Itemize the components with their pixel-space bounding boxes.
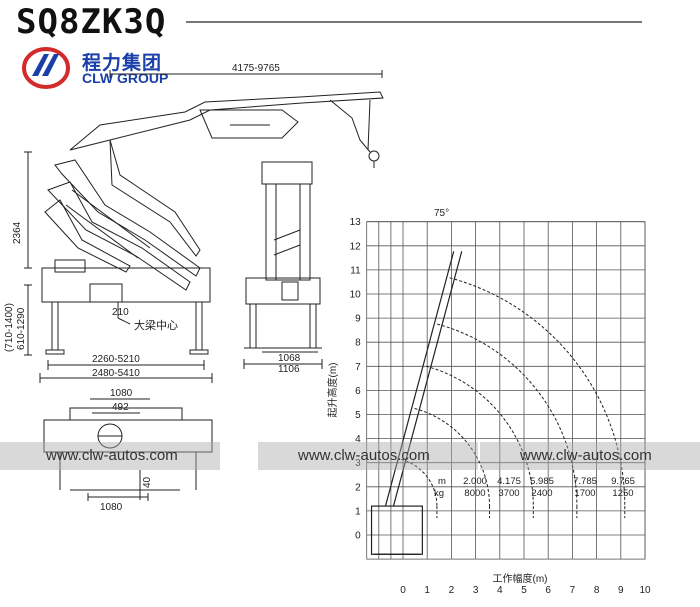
table-cell-kg: 2400 (531, 488, 552, 499)
y-tick-label: 10 (350, 290, 362, 301)
x-tick-label: 4 (497, 585, 503, 596)
dim-bottom-w: 1080 (100, 502, 123, 513)
dim-center-offset: 210 (112, 307, 129, 318)
load-radius-arc (414, 408, 490, 507)
dim-width-a: 1068 (278, 353, 301, 364)
y-tick-label: 3 (355, 458, 361, 469)
load-radius-arc (449, 277, 626, 507)
watermark-text: www.clw-autos.com (46, 447, 178, 464)
boom-angle-label: 75° (434, 208, 449, 219)
y-tick-label: 5 (355, 410, 361, 421)
load-radius-arc (400, 458, 438, 507)
slew-center-label: 大梁中心 (134, 318, 178, 332)
title-divider (186, 21, 642, 23)
dim-spread-b: 2480-5410 (92, 368, 140, 379)
y-tick-label: 12 (350, 241, 362, 252)
table-cell-m: 7.785 (573, 476, 597, 487)
x-tick-label: 0 (400, 585, 406, 596)
x-tick-label: 2 (449, 585, 455, 596)
dim-reach: 4175-9765 (232, 63, 280, 74)
x-tick-label: 1 (424, 585, 430, 596)
clw-logo-icon (22, 47, 70, 89)
y-tick-label: 4 (355, 434, 361, 445)
dim-top-w1: 1080 (110, 388, 133, 399)
y-tick-label: 9 (355, 314, 361, 325)
table-cell-kg: 1700 (574, 488, 595, 499)
watermark-text: www.clw-autos.com (298, 447, 430, 464)
table-row-kg-label: kg (434, 488, 444, 499)
load-radius-arc (437, 323, 578, 507)
table-cell-kg: 8000 (464, 488, 485, 499)
table-cell-m: 5.985 (530, 476, 554, 487)
dim-outrigger-b: 610-1290 (16, 307, 27, 350)
table-row-m-label: m (438, 476, 446, 487)
boom-outline (392, 251, 463, 507)
table-cell-m: 9.765 (611, 476, 635, 487)
y-tick-label: 1 (355, 506, 361, 517)
dim-width-b: 1106 (278, 364, 300, 375)
x-tick-label: 6 (545, 585, 551, 596)
table-cell-m: 2.000 (463, 476, 487, 487)
x-tick-label: 10 (639, 585, 651, 596)
watermark-text: www.clw-autos.com (520, 447, 652, 464)
x-tick-label: 7 (570, 585, 576, 596)
y-tick-label: 11 (350, 265, 361, 276)
y-tick-label: 0 (355, 531, 361, 542)
x-tick-label: 8 (594, 585, 600, 596)
y-tick-label: 6 (355, 386, 361, 397)
dim-height: 2364 (12, 221, 23, 244)
dim-outrigger-a: (710-1400) (4, 303, 15, 352)
y-tick-label: 13 (350, 217, 362, 228)
y-axis-label: 起升高度(m) (326, 363, 339, 418)
watermark-band (258, 442, 478, 470)
y-tick-label: 8 (355, 338, 361, 349)
table-cell-kg: 1250 (612, 488, 633, 499)
y-tick-label: 7 (355, 362, 361, 373)
dim-spread-a: 2260-5210 (92, 354, 140, 365)
dim-side-d: 40 (142, 476, 153, 488)
table-cell-m: 4.175 (497, 476, 521, 487)
table-cell-kg: 3700 (498, 488, 519, 499)
y-tick-label: 2 (355, 482, 361, 493)
x-axis-label: 工作幅度(m) (493, 572, 548, 585)
dim-top-w2: 492 (112, 402, 129, 413)
x-tick-label: 5 (521, 585, 527, 596)
boom-outline (384, 251, 455, 507)
x-tick-label: 9 (618, 585, 624, 596)
x-tick-label: 3 (473, 585, 479, 596)
brand-name-cn: 程力集团 (82, 53, 163, 74)
model-title: SQ8ZK3Q (16, 2, 167, 42)
watermark-band (480, 442, 700, 470)
watermark-band (0, 442, 220, 470)
